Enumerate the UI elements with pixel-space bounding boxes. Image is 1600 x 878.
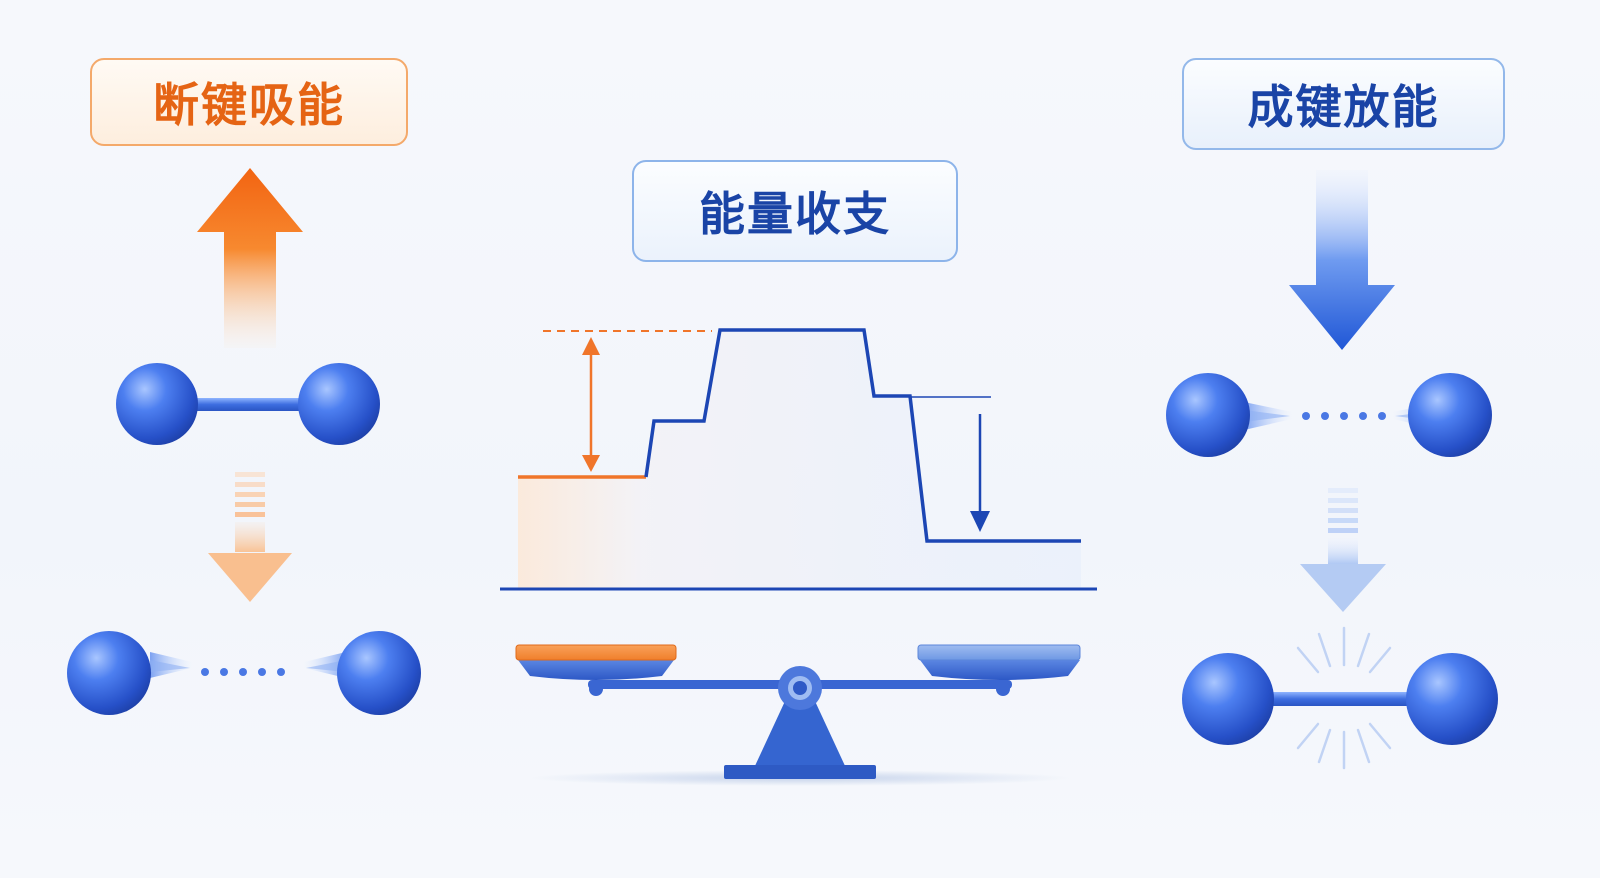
pan-left-orange: [515, 644, 677, 680]
faint-arrow-down-left: [208, 472, 292, 602]
pan-right-blue: [917, 644, 1081, 680]
faint-arrow-down-right: [1300, 488, 1386, 612]
balance-scale: [515, 644, 1081, 786]
energy-profile-line: [644, 328, 1081, 543]
separated-atoms-left: [67, 631, 421, 715]
bonded-molecule-right: [1182, 626, 1498, 770]
scale-stand: [754, 699, 846, 768]
bond-breaking-text: 断键吸能: [153, 78, 345, 132]
absorb-arrow-up: [197, 168, 303, 348]
energy-burst: [1296, 626, 1392, 770]
release-arrow-down: [1289, 170, 1395, 350]
bonded-molecule-left: [116, 363, 380, 445]
absorbed-energy-arrow: [582, 337, 600, 472]
right-column: [1166, 170, 1498, 770]
left-column: [67, 168, 421, 715]
energy-balance-text: 能量收支: [699, 187, 891, 241]
energy-area: [518, 330, 1081, 588]
bond-forming-text: 成键放能: [1247, 80, 1440, 134]
released-energy-arrow: [970, 414, 990, 532]
bond-breaking-label: 断键吸能: [90, 58, 408, 146]
bond-forming-label: 成键放能: [1182, 58, 1505, 150]
separated-atoms-right: [1166, 373, 1492, 457]
energy-balance-label: 能量收支: [632, 160, 958, 262]
energy-profile: [500, 328, 1097, 591]
